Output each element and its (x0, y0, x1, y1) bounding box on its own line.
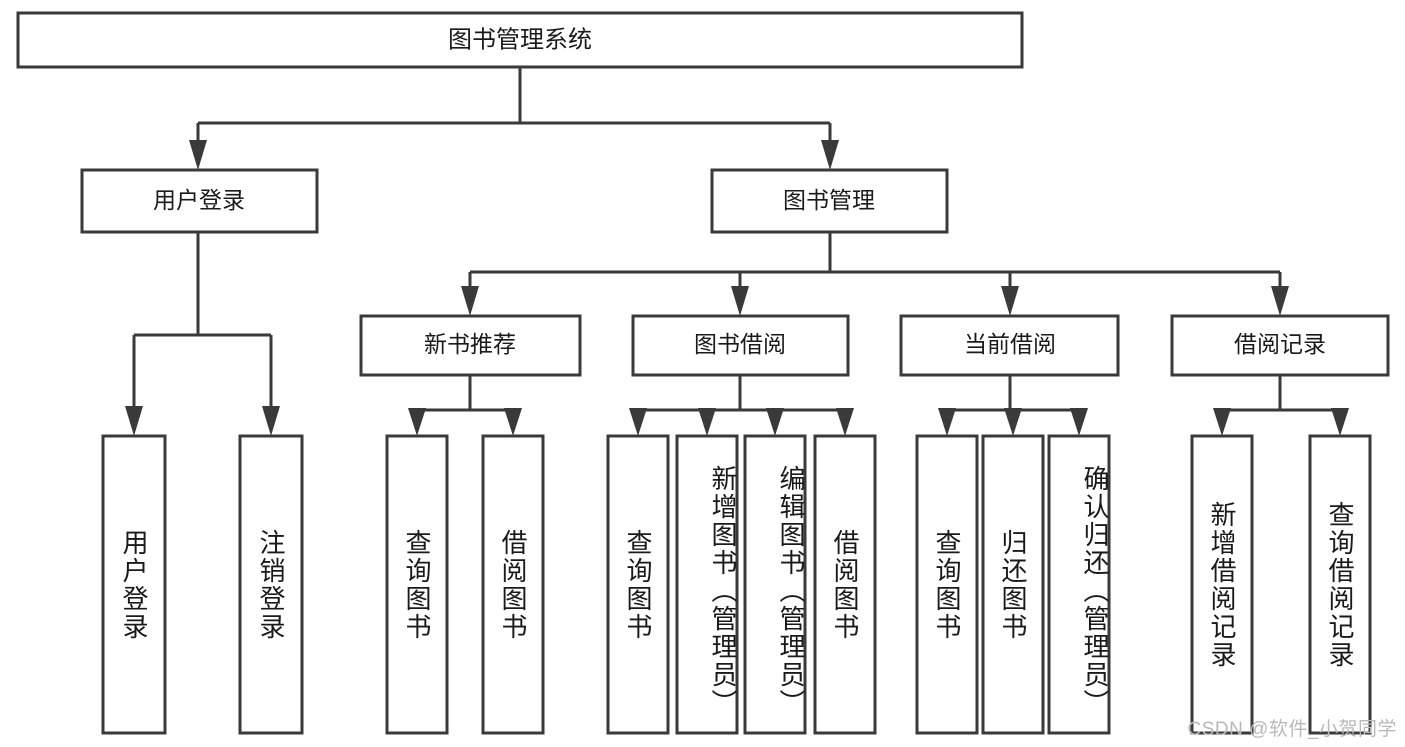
arrow-current-borrow-leaf-3-icon (1070, 408, 1088, 436)
arrow-book-borrow-leaf-1-icon (629, 408, 647, 436)
arrow-root-to-user-login-icon (189, 140, 207, 170)
arrow-book-mgmt-to-borrow-icon (731, 286, 749, 316)
leaf-box-book-borrow-2[interactable] (675, 434, 739, 735)
arrow-book-mgmt-to-record-icon (1271, 286, 1289, 316)
leaf-box-current-borrow-1[interactable] (915, 434, 979, 735)
arrow-new-book-leaf-1-icon (408, 408, 426, 436)
arrow-book-mgmt-to-current-icon (1001, 286, 1019, 316)
node-borrow-record[interactable]: 借阅记录 (1170, 314, 1390, 377)
arrow-borrow-record-leaf-2-icon (1331, 408, 1349, 436)
arrow-user-login-leaf-2-icon (262, 406, 280, 436)
arrow-root-to-book-mgmt-icon (821, 140, 839, 170)
arrow-book-mgmt-to-new-book-icon (461, 286, 479, 316)
node-root-label: 图书管理系统 (448, 26, 592, 53)
leaf-box-borrow-record-2[interactable] (1308, 434, 1372, 735)
connectors-group (125, 67, 1349, 436)
leaf-box-book-borrow-3[interactable] (743, 434, 807, 735)
leaf-box-new-book-1[interactable] (385, 434, 449, 735)
node-root[interactable]: 图书管理系统 (16, 11, 1024, 69)
node-root-box[interactable] (16, 11, 1024, 69)
node-book-borrow-label: 图书借阅 (694, 331, 786, 357)
arrow-book-borrow-leaf-2-icon (698, 408, 716, 436)
node-book-borrow[interactable]: 图书借阅 (631, 314, 850, 377)
leaf-box-current-borrow-3[interactable] (1047, 434, 1111, 735)
node-user-login-box[interactable] (80, 168, 319, 234)
node-book-borrow-box[interactable] (631, 314, 850, 377)
arrow-new-book-leaf-2-icon (504, 408, 522, 436)
arrow-borrow-record-leaf-1-icon (1213, 408, 1231, 436)
leaf-box-user-login-2[interactable] (238, 434, 304, 735)
node-new-book-recommend-label: 新书推荐 (424, 331, 516, 357)
arrow-book-borrow-leaf-3-icon (766, 408, 784, 436)
leaf-boxes-group (101, 434, 1372, 735)
node-book-management-box[interactable] (710, 168, 949, 234)
leaf-box-current-borrow-2[interactable] (981, 434, 1045, 735)
node-new-book-recommend-box[interactable] (359, 314, 582, 377)
leaf-box-borrow-record-1[interactable] (1190, 434, 1254, 735)
leaf-box-new-book-2[interactable] (481, 434, 545, 735)
arrow-current-borrow-leaf-2-icon (1004, 408, 1022, 436)
node-current-borrow-box[interactable] (899, 314, 1120, 377)
leaf-box-user-login-1[interactable] (101, 434, 167, 735)
node-borrow-record-box[interactable] (1170, 314, 1390, 377)
arrow-user-login-leaf-1-icon (125, 406, 143, 436)
watermark-text: CSDN @软件_小贺同学 (1187, 719, 1397, 740)
node-current-borrow-label: 当前借阅 (964, 331, 1056, 357)
arrow-book-borrow-leaf-4-icon (836, 408, 854, 436)
node-user-login[interactable]: 用户登录 (80, 168, 319, 234)
leaf-box-book-borrow-4[interactable] (813, 434, 877, 735)
node-borrow-record-label: 借阅记录 (1234, 331, 1326, 357)
node-book-management[interactable]: 图书管理 (710, 168, 949, 234)
node-user-login-label: 用户登录 (153, 187, 245, 213)
node-current-borrow[interactable]: 当前借阅 (899, 314, 1120, 377)
leaf-box-book-borrow-1[interactable] (606, 434, 670, 735)
node-book-management-label: 图书管理 (783, 187, 875, 213)
node-new-book-recommend[interactable]: 新书推荐 (359, 314, 582, 377)
arrow-current-borrow-leaf-1-icon (938, 408, 956, 436)
